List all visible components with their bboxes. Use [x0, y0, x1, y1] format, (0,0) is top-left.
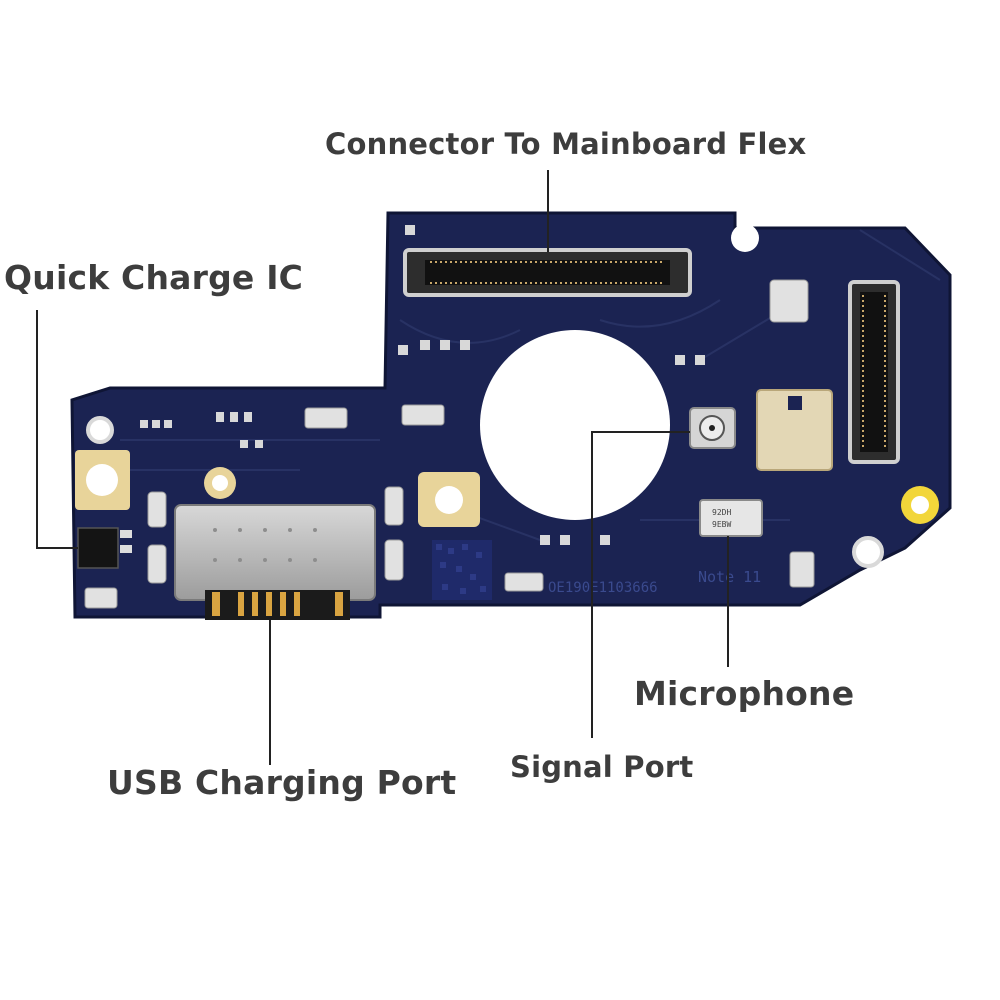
data-matrix: [432, 540, 492, 600]
silkscreen-model: Note 11: [698, 568, 761, 586]
mainboard-connector: [403, 248, 692, 297]
connector-label: Connector To Mainboard Flex: [325, 127, 807, 161]
mounting-holes: [86, 416, 884, 568]
microphone-label: Microphone: [634, 674, 855, 713]
signal-leader: [591, 431, 690, 738]
signal-port-connector: [689, 407, 736, 449]
gold-pads: [75, 450, 939, 527]
signal-port-label: Signal Port: [510, 750, 694, 784]
quick-charge-ic: [77, 527, 132, 569]
mic-marking-1: 92DH: [712, 508, 731, 517]
shield-pad: [756, 389, 833, 471]
smd-small: [140, 225, 705, 545]
quick-charge-leader: [36, 310, 78, 549]
leader-lines: [36, 170, 729, 765]
microphone-component: 92DH 9EBW: [699, 499, 763, 537]
quick-charge-label: Quick Charge IC: [4, 258, 304, 297]
mic-marking-2: 9EBW: [712, 520, 731, 529]
usb-c-port: [174, 504, 376, 620]
side-connector: [848, 280, 900, 464]
silkscreen-code: OE190E1103666: [548, 580, 658, 596]
smd-components: [84, 279, 815, 609]
usb-port-label: USB Charging Port: [107, 763, 457, 802]
